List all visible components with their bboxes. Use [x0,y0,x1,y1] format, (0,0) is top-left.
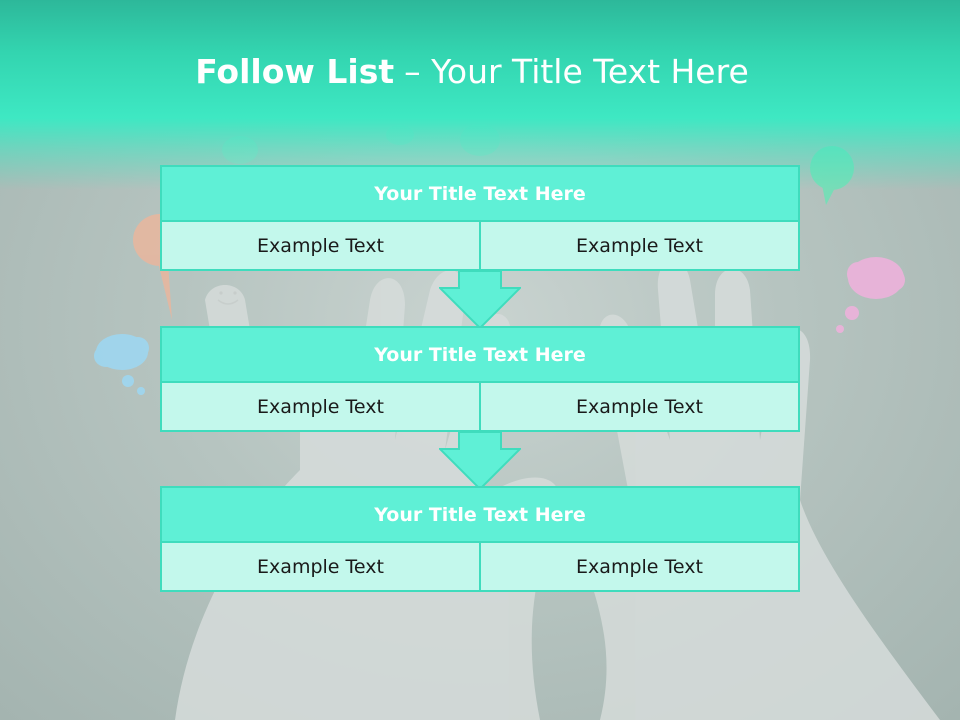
down-arrow-2 [439,431,521,491]
header-band [0,0,960,190]
slide-title-bold: Follow List [195,52,395,91]
list-block-1: Your Title Text Here Example Text Exampl… [160,165,800,271]
down-arrow-1 [439,270,521,330]
block-cell-right: Example Text [481,543,800,592]
list-block-2: Your Title Text Here Example Text Exampl… [160,326,800,432]
block-cell-right: Example Text [481,222,800,271]
slide-title-rest: – Your Title Text Here [404,52,749,91]
slide-title: Follow List– Your Title Text Here [0,52,944,91]
block-row: Example Text Example Text [160,543,800,592]
block-cell-right: Example Text [481,383,800,432]
block-title: Your Title Text Here [160,165,800,222]
block-cell-left: Example Text [160,383,481,432]
block-cell-left: Example Text [160,222,481,271]
block-title: Your Title Text Here [160,326,800,383]
block-row: Example Text Example Text [160,383,800,432]
list-block-3: Your Title Text Here Example Text Exampl… [160,486,800,592]
block-title: Your Title Text Here [160,486,800,543]
block-row: Example Text Example Text [160,222,800,271]
block-cell-left: Example Text [160,543,481,592]
